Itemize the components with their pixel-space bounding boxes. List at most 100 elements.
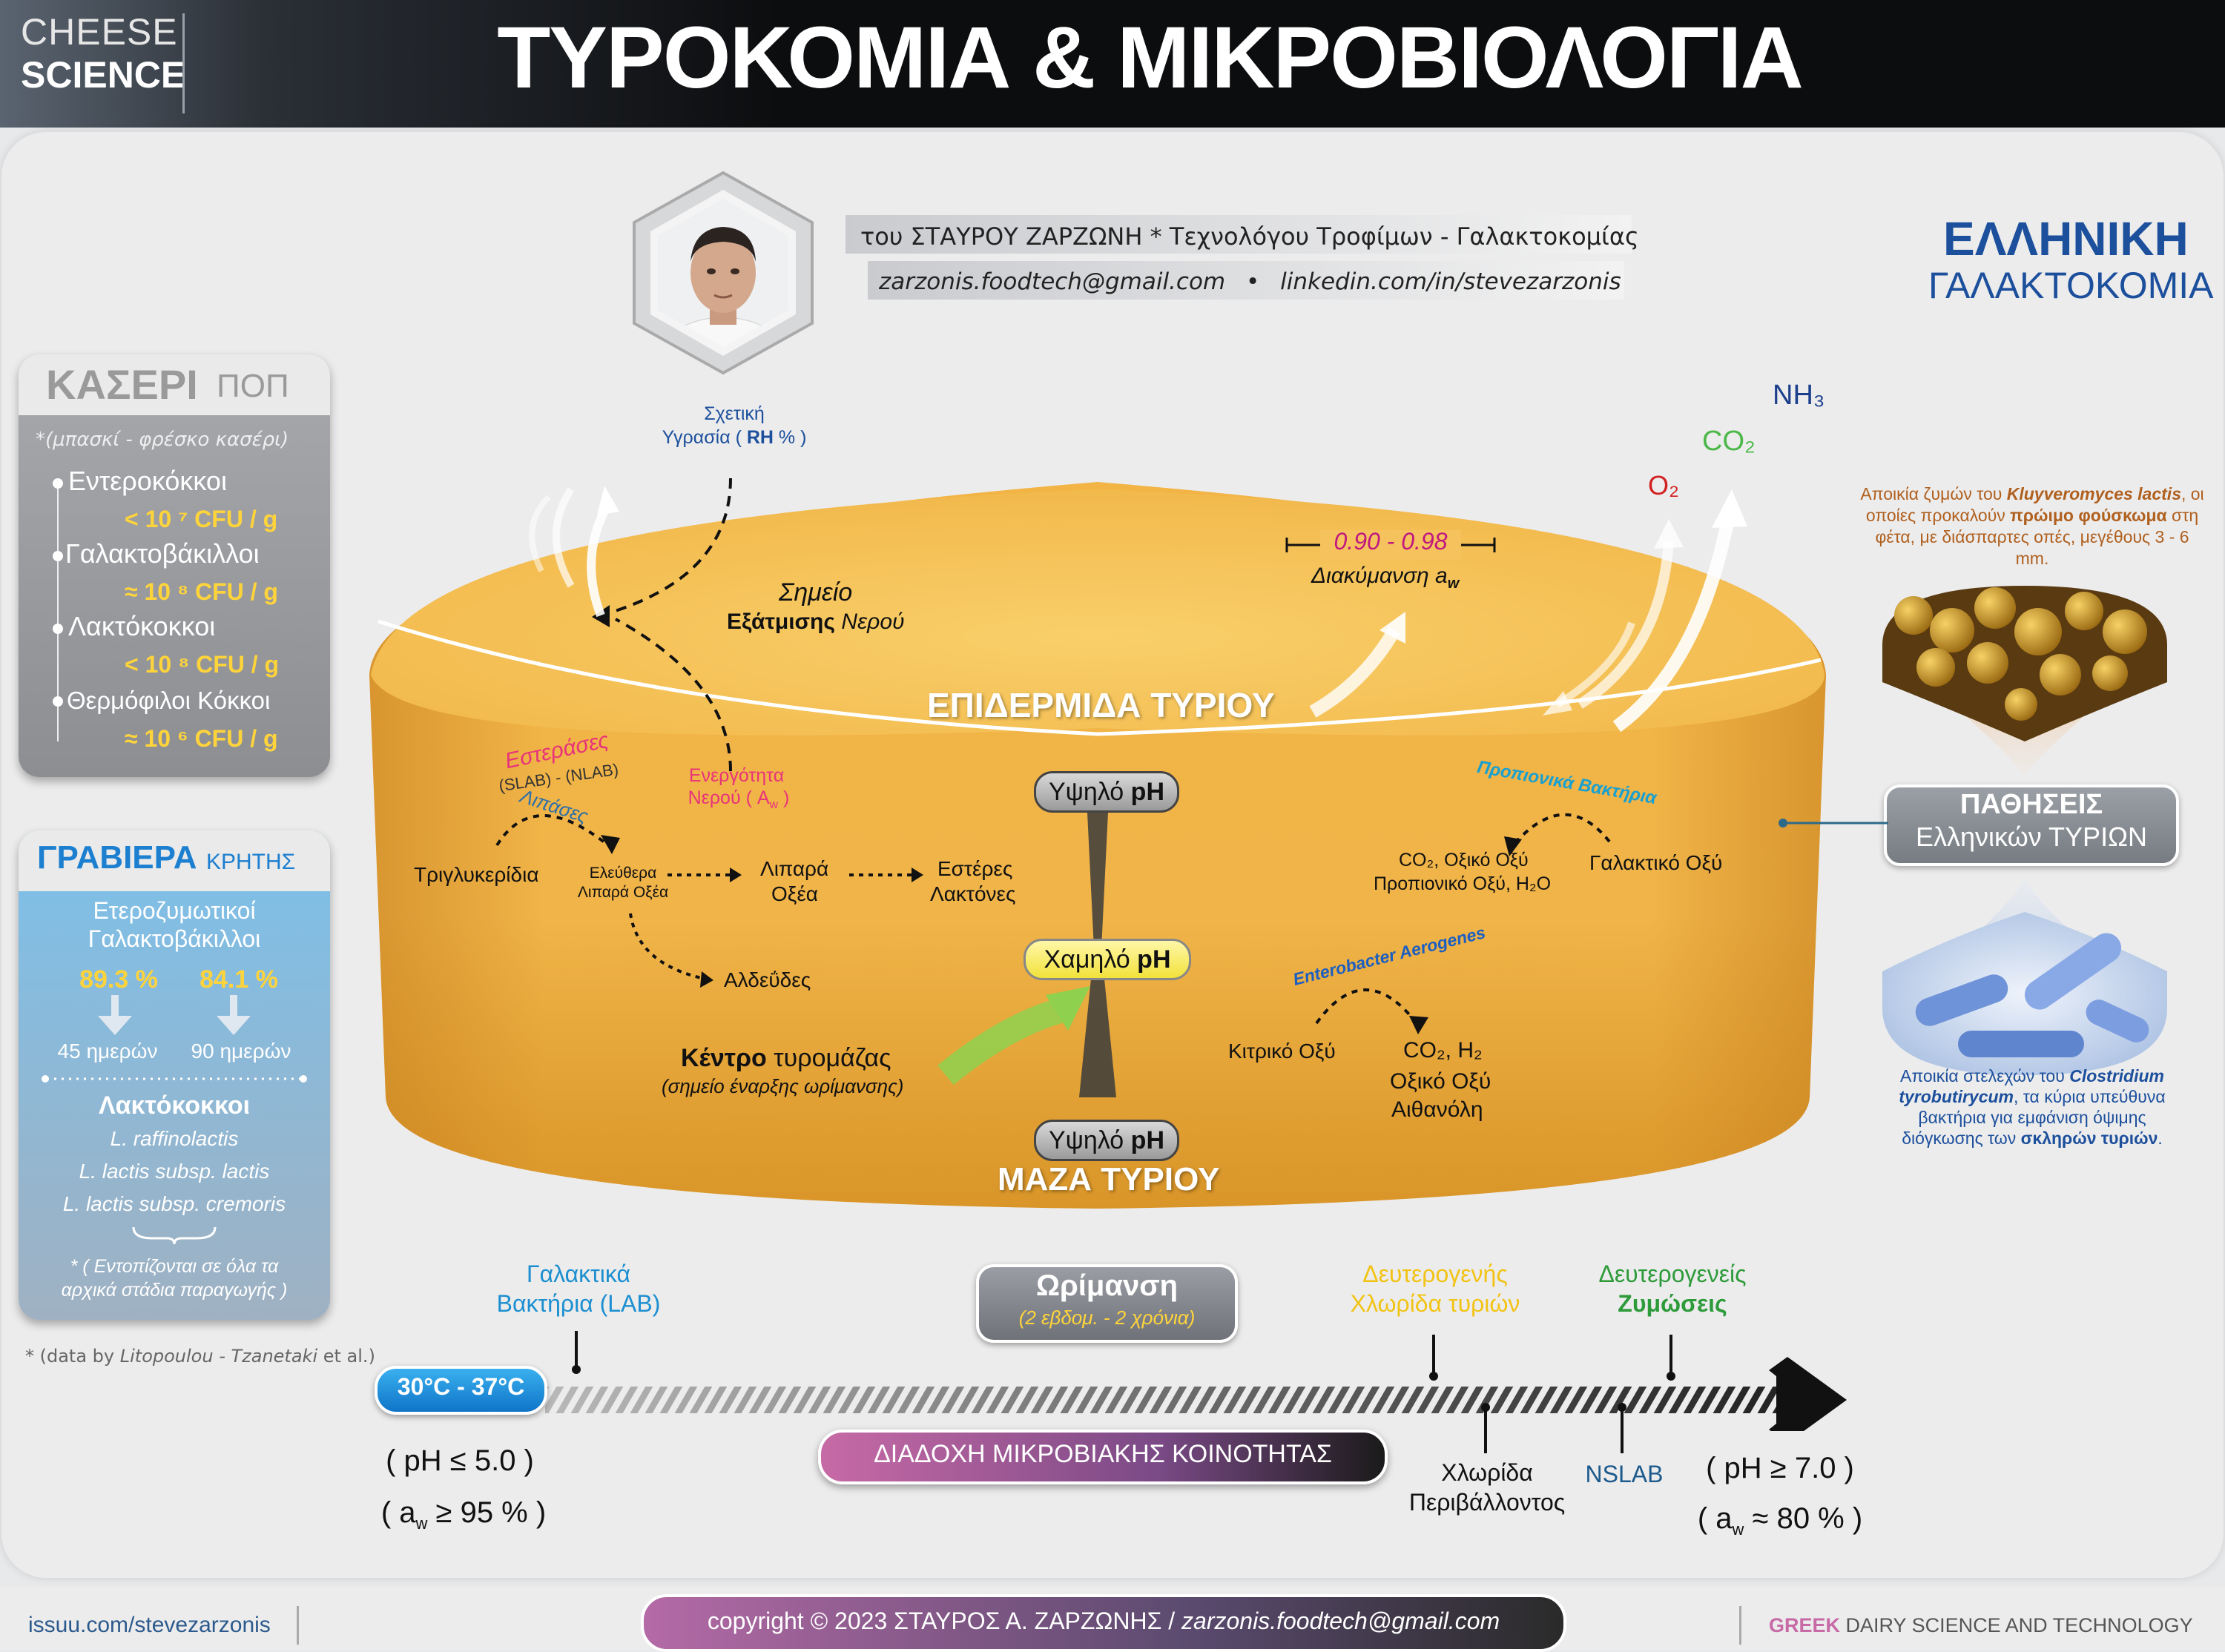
right-aw-a: ( a	[1697, 1502, 1733, 1535]
lab-line2: Βακτήρια (LAB)	[496, 1290, 661, 1317]
esters-line1: Εστέρες	[937, 857, 1013, 880]
aw-label-text: Διακύμανση a	[1311, 564, 1448, 588]
defects-title: ΠΑΘΗΣΕΙΣ	[1959, 789, 2103, 820]
brand-divider	[182, 13, 185, 113]
copyright-email[interactable]: zarzonis.foodtech@gmail.com	[1181, 1608, 1500, 1634]
brand-line2: SCIENCE	[21, 54, 186, 96]
graviera-note-line2: αρχικά στάδια παραγωγής )	[61, 1280, 288, 1301]
credit-prefix: * (data by	[25, 1346, 120, 1367]
tick-secondary-flora	[1429, 1335, 1438, 1381]
kaseri-subtitle: *(μπασκί - φρέσκο κασέρι)	[36, 429, 289, 451]
nslab-label: NSLAB	[1585, 1461, 1664, 1487]
curd-center-sub: (σημείο έναρξης ωρίμανσης)	[662, 1075, 904, 1097]
rh-prefix: Υγρασία (	[662, 427, 747, 448]
ripening-title: Ωρίμανση	[1035, 1269, 1179, 1302]
left-ph-condition: ( pH ≤ 5.0 )	[386, 1444, 534, 1477]
footer-tagline: GREEK DAIRY SCIENCE AND TECHNOLOGY	[1769, 1614, 2193, 1637]
graviera-note-line1: * ( Εντοπίζονται σε όλα τα	[70, 1256, 279, 1277]
defects-badge	[1884, 784, 2179, 866]
clostr-text-c: , τα κύρια υπεύθυνα βακτήρια για εμφάνισ…	[1902, 1087, 2166, 1148]
aldehydes-label: Αλδεΰδες	[724, 968, 811, 991]
graviera-brace	[132, 1226, 217, 1245]
right-ph-condition: ( pH ≥ 7.0 )	[1706, 1452, 1854, 1484]
graviera-hetero-line1: Ετεροζυμωτικοί	[93, 897, 256, 924]
secondary-flora-line2: Χλωρίδα τυριών	[1350, 1290, 1520, 1317]
defects-connector	[1779, 819, 1888, 827]
kaseri-panel	[19, 354, 330, 777]
graviera-divider	[42, 1075, 307, 1083]
graviera-species: L. lactis subsp. lactis	[79, 1160, 270, 1183]
graviera-pct-90: 84.1 %	[200, 965, 278, 994]
yeast-species: Kluyveromyces lactis	[2006, 484, 2181, 503]
ffa-line2: Λιπαρά Οξέα	[577, 884, 669, 901]
data-credit: * (data by Litopoulou - Tzanetaki et al.…	[25, 1346, 375, 1367]
fatty-acids-line1: Λιπαρά	[760, 857, 829, 880]
left-aw-sub: w	[415, 1514, 428, 1533]
propionic-acid-label: Προπιονικό Οξύ, H₂O	[1374, 873, 1552, 894]
fatty-acids-line2: Οξέα	[771, 882, 818, 905]
clostr-text-e: .	[2158, 1129, 2163, 1148]
right-aw-b: ≈ 80 % )	[1744, 1502, 1863, 1535]
graviera-days-90: 90 ημερών	[191, 1040, 291, 1063]
graviera-subtitle: ΚΡΗΤΗΣ	[206, 850, 296, 874]
footer-divider-right	[1739, 1606, 1741, 1645]
issuu-link[interactable]: issuu.com/stevezarzonis	[28, 1613, 271, 1637]
water-activity-line1: Ενεργότητα	[688, 765, 785, 786]
author-bar	[846, 215, 1632, 304]
ph-word: pH	[1130, 1126, 1164, 1154]
water-activity-line2: Νερού ( Aw )	[672, 787, 805, 812]
succession-badge	[818, 1430, 1388, 1484]
graviera-days-45: 45 ημερών	[57, 1040, 158, 1063]
graviera-panel	[19, 830, 330, 1320]
water-activity-text: Νερού ( A	[688, 787, 770, 808]
env-flora-line1: Χλωρίδα	[1441, 1459, 1533, 1486]
secondary-ferm-line1: Δευτερογενείς	[1598, 1261, 1747, 1287]
graviera-species: L. raffinolactis	[110, 1127, 239, 1150]
left-aw-a: ( a	[380, 1496, 416, 1529]
defects-subtitle: Ελληνικών ΤΥΡΙΩΝ	[1916, 822, 2147, 852]
kaseri-pop: ΠΟΠ	[217, 368, 289, 404]
graviera-hetero-line2: Γαλακτοβάκιλλοι	[88, 925, 261, 952]
kaseri-item-name: Γαλακτοβάκιλλοι	[65, 538, 260, 569]
author-linkedin[interactable]: linkedin.com/in/stevezarzonis	[1280, 268, 1621, 295]
timeline-bar	[545, 1357, 1847, 1431]
o2-label: O₂	[1648, 470, 1679, 500]
ph-low-text: Χαμηλό	[1044, 945, 1138, 974]
yeast-text-c: , οι οποίες προκαλούν	[1865, 484, 2204, 525]
temperature-range: 30°C - 37°C	[397, 1373, 525, 1400]
yeast-description: Αποικία ζυμών του Kluyveromyces lactis, …	[1858, 483, 2206, 569]
top-banner	[0, 0, 2225, 128]
rh-abbrev: RH	[746, 427, 774, 448]
co2-label: CO₂	[1702, 426, 1756, 457]
kaseri-item-value: ≈ 10 ⁸ CFU / g	[125, 578, 278, 605]
right-aw-condition: ( aw ≈ 80 % )	[1661, 1502, 1899, 1539]
co2-h2-label: CO₂, H₂	[1403, 1038, 1483, 1063]
author-email[interactable]: zarzonis.foodtech@gmail.com	[879, 268, 1226, 295]
defect-micrographs	[1882, 586, 2167, 1075]
aw-label-sub: w	[1447, 575, 1460, 592]
ph-high-top: Υψηλό pH	[1034, 771, 1179, 813]
author-portrait	[633, 171, 814, 375]
ph-high-bottom: Υψηλό pH	[1034, 1120, 1179, 1161]
author-contacts: zarzonis.foodtech@gmail.com • linkedin.c…	[879, 268, 1621, 295]
kaseri-bullet-line	[53, 478, 63, 741]
curd-center-label: Κέντρο τυρομάζας	[681, 1044, 891, 1073]
lab-line1: Γαλακτικά	[527, 1261, 630, 1287]
kaseri-item-value: < 10 ⁸ CFU / g	[125, 651, 280, 678]
right-aw-sub: w	[1732, 1520, 1744, 1539]
contact-separator: •	[1245, 268, 1260, 295]
triglycerides-label: Τριγλυκερίδια	[414, 863, 539, 886]
co2-acetic-label: CO₂, Οξικό Οξύ	[1399, 850, 1529, 870]
footer-tagline-rest: DAIRY SCIENCE AND TECHNOLOGY	[1840, 1614, 2193, 1636]
footer-tagline-greek: GREEK	[1769, 1614, 1841, 1636]
brand-logo: CHEESE SCIENCE	[21, 10, 186, 96]
hellenic-dairy-line1: ΕΛΛΗΝΙΚΗ	[1943, 212, 2189, 265]
citric-acid-label: Κιτρικό Οξύ	[1228, 1040, 1336, 1063]
temperature-badge	[375, 1366, 547, 1415]
mass-label: ΜΑΖΑ ΤΥΡΙΟΥ	[998, 1161, 1220, 1197]
esters-line2: Λακτόνες	[930, 882, 1016, 905]
secondary-flora-line1: Δευτερογενής	[1362, 1261, 1508, 1287]
tick-environment	[1481, 1403, 1490, 1453]
footer-divider-left	[297, 1606, 299, 1645]
ethanol-label: Αιθανόλη	[1391, 1097, 1483, 1122]
